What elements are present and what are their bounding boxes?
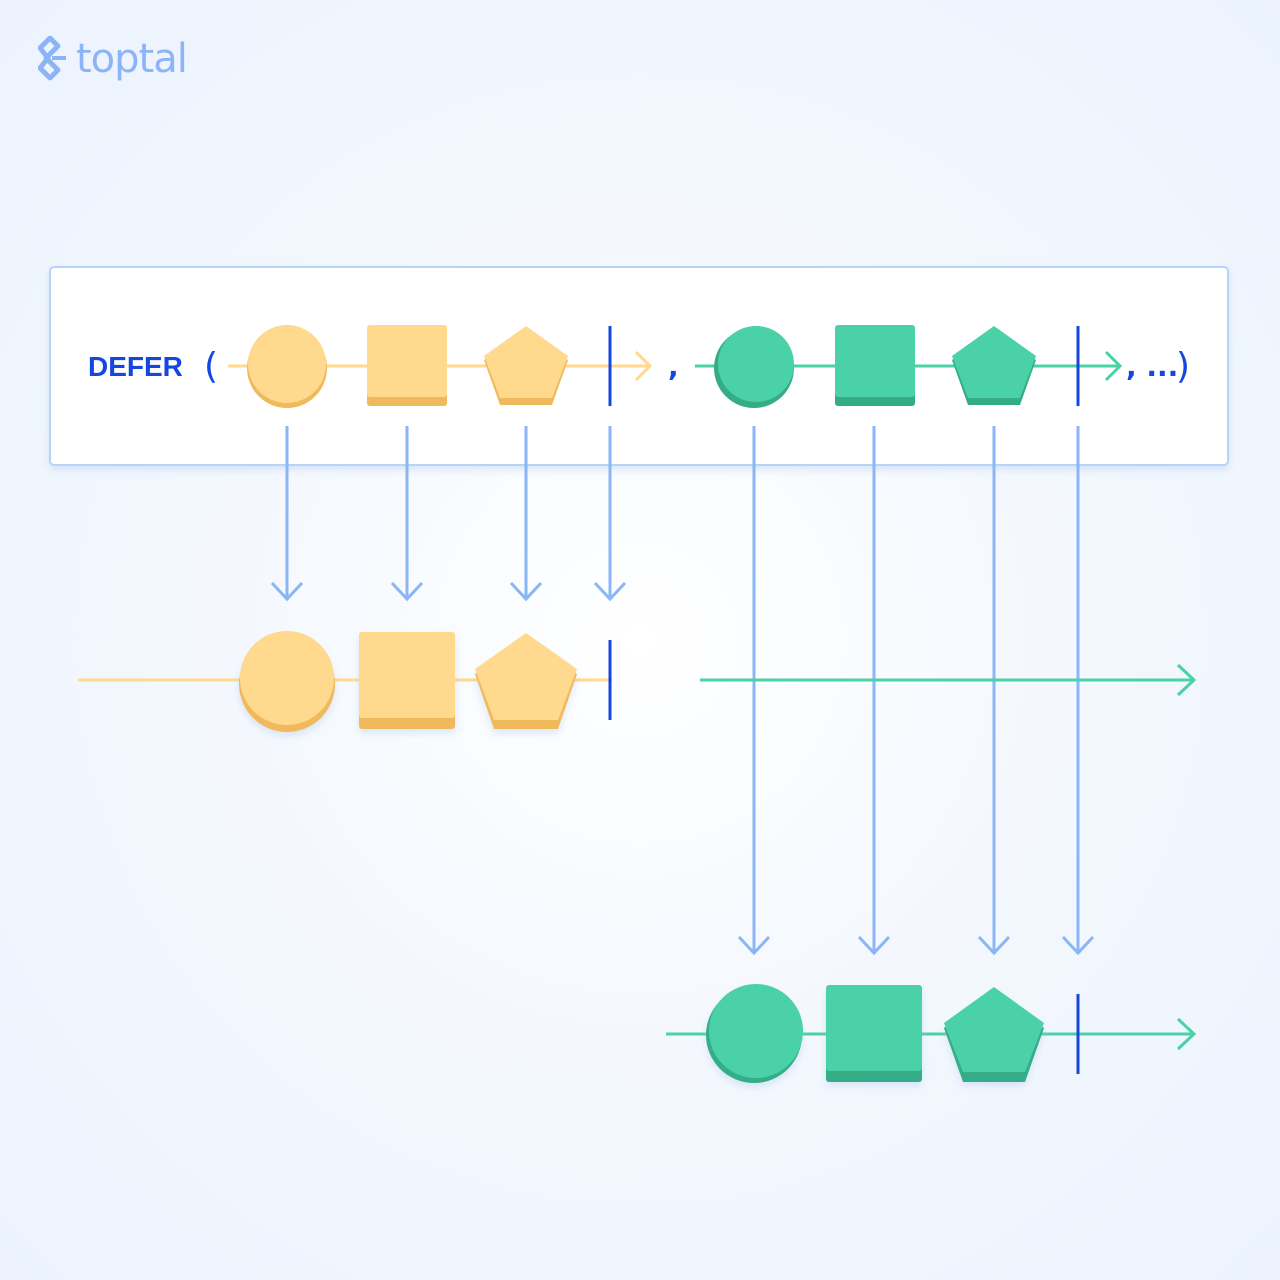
projection-arrowhead-pentagon-1 bbox=[509, 581, 543, 602]
panel-timeline-2-arrowhead bbox=[1104, 350, 1123, 382]
projection-arrowhead-pentagon-2 bbox=[977, 935, 1011, 956]
panel-green-pentagon bbox=[952, 326, 1036, 398]
projection-arrowhead-complete-1 bbox=[593, 581, 627, 602]
panel-green-circle bbox=[718, 326, 794, 402]
toptal-logo-icon bbox=[38, 36, 66, 81]
open-paren: ( bbox=[204, 346, 218, 387]
brand-name: toptal bbox=[76, 36, 188, 82]
output-green-square bbox=[826, 985, 922, 1071]
brand-logo: toptal bbox=[38, 36, 188, 82]
output-timeline-2-arrowhead bbox=[1176, 1017, 1197, 1051]
defer-label: DEFER bbox=[88, 351, 183, 382]
panel-yellow-circle bbox=[248, 325, 326, 403]
output-stream-1 bbox=[78, 631, 1197, 732]
panel-green-square bbox=[835, 325, 915, 397]
continuation-ellipsis: , ... bbox=[1126, 350, 1178, 383]
projection-arrowhead-complete-2 bbox=[1061, 935, 1095, 956]
panel-observable-2 bbox=[695, 325, 1123, 408]
projection-arrowhead-square-1 bbox=[390, 581, 424, 602]
projection-arrows-2 bbox=[737, 426, 1095, 956]
projection-arrows-1 bbox=[270, 426, 627, 602]
output-green-circle bbox=[709, 984, 803, 1078]
output-yellow-pentagon bbox=[475, 633, 577, 720]
panel-yellow-square bbox=[367, 325, 447, 397]
close-paren: ) bbox=[1176, 346, 1190, 387]
projection-arrowhead-square-2 bbox=[857, 935, 891, 956]
panel-timeline-1-arrowhead bbox=[634, 350, 653, 382]
output-timeline-1-arrowhead bbox=[1176, 663, 1197, 697]
separator-comma: , bbox=[668, 350, 679, 383]
output-yellow-square bbox=[359, 632, 455, 718]
panel-yellow-pentagon bbox=[484, 326, 568, 398]
projection-arrowhead-circle-2 bbox=[737, 935, 771, 956]
projection-arrowhead-circle-1 bbox=[270, 581, 304, 602]
output-green-pentagon bbox=[944, 987, 1044, 1072]
output-yellow-circle bbox=[240, 631, 334, 725]
panel-observable-1 bbox=[228, 325, 653, 408]
output-stream-2 bbox=[666, 984, 1197, 1083]
